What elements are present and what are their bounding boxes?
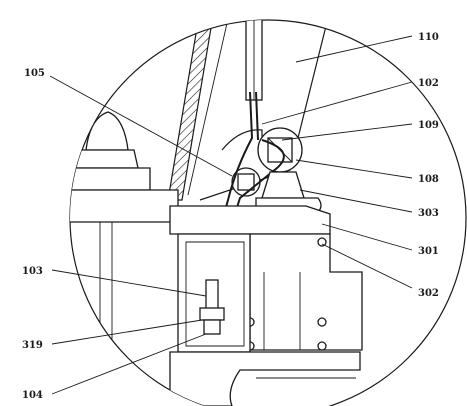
bracket bbox=[221, 129, 263, 160]
callout-104: 104 bbox=[22, 390, 43, 401]
upper-frame bbox=[199, 20, 331, 201]
callout-109: 109 bbox=[418, 120, 439, 131]
knob-base bbox=[70, 167, 151, 191]
callout-302: 302 bbox=[418, 288, 439, 299]
callout-303: 303 bbox=[418, 208, 439, 219]
lock-nut bbox=[199, 307, 225, 321]
carriage-block bbox=[70, 189, 179, 223]
callout-102: 102 bbox=[418, 78, 439, 89]
chain bbox=[205, 91, 285, 311]
hatched-frame-wall bbox=[167, 20, 215, 201]
callout-301: 301 bbox=[418, 246, 439, 257]
callout-108: 108 bbox=[418, 174, 439, 185]
leader-lines bbox=[49, 35, 413, 395]
knob-collar bbox=[75, 149, 139, 169]
bolt bbox=[317, 237, 327, 247]
support-block bbox=[261, 171, 305, 199]
callout-103: 103 bbox=[22, 266, 43, 277]
base bbox=[169, 351, 361, 406]
platform bbox=[169, 205, 331, 235]
knob-top bbox=[85, 111, 129, 151]
callout-319: 319 bbox=[22, 340, 43, 351]
motor-housing bbox=[249, 233, 363, 351]
callout-105: 105 bbox=[24, 68, 45, 79]
callout-110: 110 bbox=[418, 32, 439, 43]
